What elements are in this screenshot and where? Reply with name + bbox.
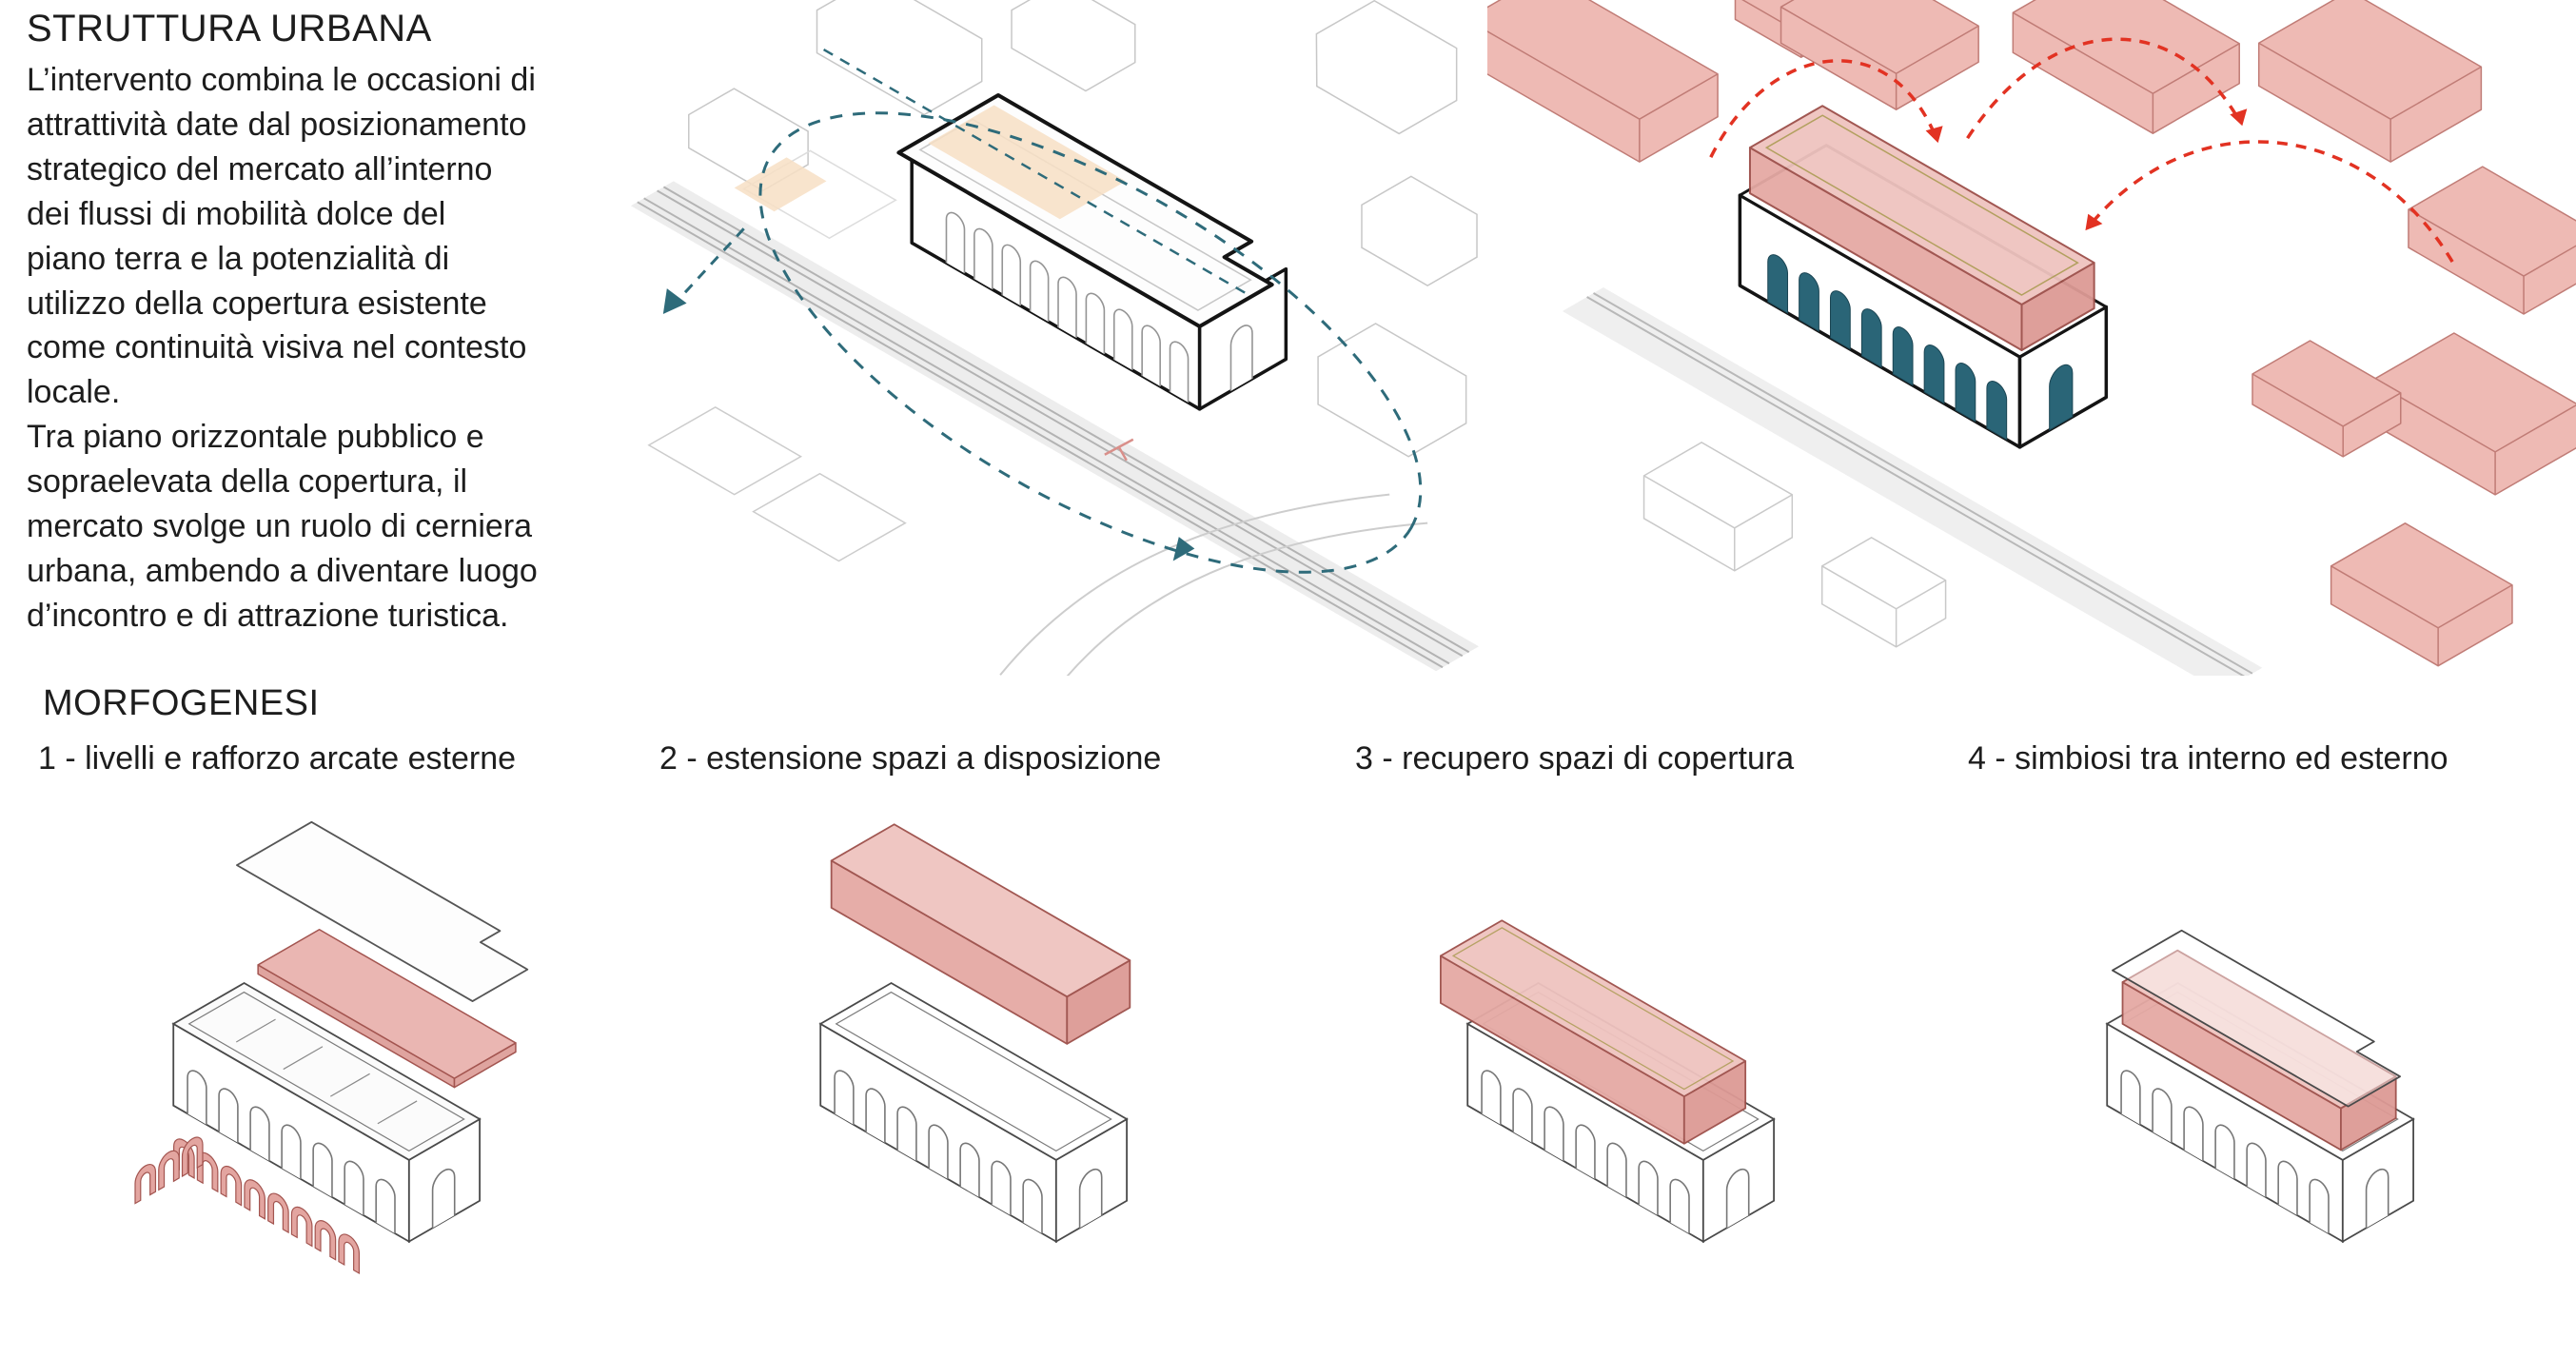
market-building xyxy=(817,46,1287,409)
struttura-urbana-panel: STRUTTURA URBANA L’intervento combina le… xyxy=(27,8,655,639)
building xyxy=(820,983,1127,1242)
end-arch xyxy=(2367,1165,2389,1229)
arcade-arches-end xyxy=(135,1132,203,1203)
connection-arc xyxy=(1968,39,2239,138)
rail-corridor xyxy=(1562,287,2263,676)
arrow-tip-icon xyxy=(1925,126,1943,144)
building-shell xyxy=(173,983,480,1242)
pink-volume xyxy=(1441,920,1745,1143)
roof-trace-line xyxy=(1766,115,2077,295)
morpho-step-4-diagram xyxy=(1953,788,2533,1314)
end-arch-window xyxy=(2050,360,2073,430)
context-buildings-pink xyxy=(1487,0,2576,666)
pink-roof-volume xyxy=(1750,106,2094,350)
facade-arches xyxy=(1482,1067,1689,1233)
roof-plane xyxy=(237,822,527,1001)
facade-arches xyxy=(835,1067,1042,1233)
pink-volume xyxy=(832,824,1131,1044)
mobility-flow xyxy=(662,22,1485,663)
rail-corridor xyxy=(630,181,1480,672)
morpho-step-1-diagram xyxy=(19,788,600,1314)
end-arch xyxy=(1230,321,1251,391)
context-building xyxy=(2371,333,2576,495)
peach-ground-patch xyxy=(734,157,827,212)
connection-arc xyxy=(2091,142,2452,262)
facade-arches xyxy=(2121,1067,2329,1233)
end-arch xyxy=(1080,1165,1102,1229)
struttura-paragraph-1: L’intervento combina le occasioni di att… xyxy=(27,62,536,411)
context-building xyxy=(1487,0,1718,162)
connection-arrow-tips xyxy=(1925,108,2248,231)
pink-slab xyxy=(258,930,516,1088)
facade-arches xyxy=(946,208,1188,403)
end-arch xyxy=(433,1165,455,1229)
facade-arch-windows xyxy=(1768,250,2007,440)
flow-arrow-icon xyxy=(1172,537,1195,561)
context-building xyxy=(2331,523,2512,666)
morpho-step-4-caption: 4 - simbiosi tra interno ed esterno xyxy=(1968,740,2448,777)
morpho-step-2-caption: 2 - estensione spazi a disposizione xyxy=(659,740,1162,777)
flow-entry-path xyxy=(678,228,744,301)
context-linework xyxy=(1644,443,1946,647)
morfogenesi-heading: MORFOGENESI xyxy=(43,683,320,723)
pink-volume xyxy=(2123,951,2396,1151)
roof-flow-dashed-line xyxy=(817,46,1245,292)
market-stall-mark xyxy=(1105,440,1133,461)
struttura-paragraph-2: Tra piano orizzontale pubblico e soprael… xyxy=(27,419,538,634)
context-building xyxy=(2252,341,2401,457)
roof-trace-line xyxy=(1453,928,1733,1090)
arrow-tip-icon xyxy=(2230,108,2248,127)
morpho-step-3-caption: 3 - recupero spazi di copertura xyxy=(1355,740,1795,777)
axon-mobility-diagram xyxy=(630,0,1485,676)
morpho-step-3-diagram xyxy=(1313,788,1894,1314)
context-building xyxy=(1781,0,1979,109)
struttura-title: STRUTTURA URBANA xyxy=(27,8,432,49)
roof-peach-patch xyxy=(928,105,1126,220)
interior-partitions xyxy=(236,1019,417,1124)
context-building xyxy=(2409,167,2576,314)
morpho-step-1-caption: 1 - livelli e rafforzo arcate esterne xyxy=(38,740,517,777)
end-arch xyxy=(1727,1165,1749,1229)
morpho-step-2-diagram xyxy=(666,788,1247,1314)
connection-arc xyxy=(1711,61,1935,157)
arrow-tip-icon xyxy=(2085,213,2103,231)
flow-arrow-icon xyxy=(662,288,687,315)
axon-context-diagram xyxy=(1487,0,2576,676)
roof-connection-arcs xyxy=(1711,39,2452,262)
market-building xyxy=(1740,106,2106,447)
facade-arches xyxy=(187,1067,395,1233)
context-building xyxy=(2259,0,2482,162)
context-building xyxy=(2013,0,2239,133)
roof-plane xyxy=(2113,931,2400,1107)
flow-loop-path xyxy=(692,22,1485,663)
